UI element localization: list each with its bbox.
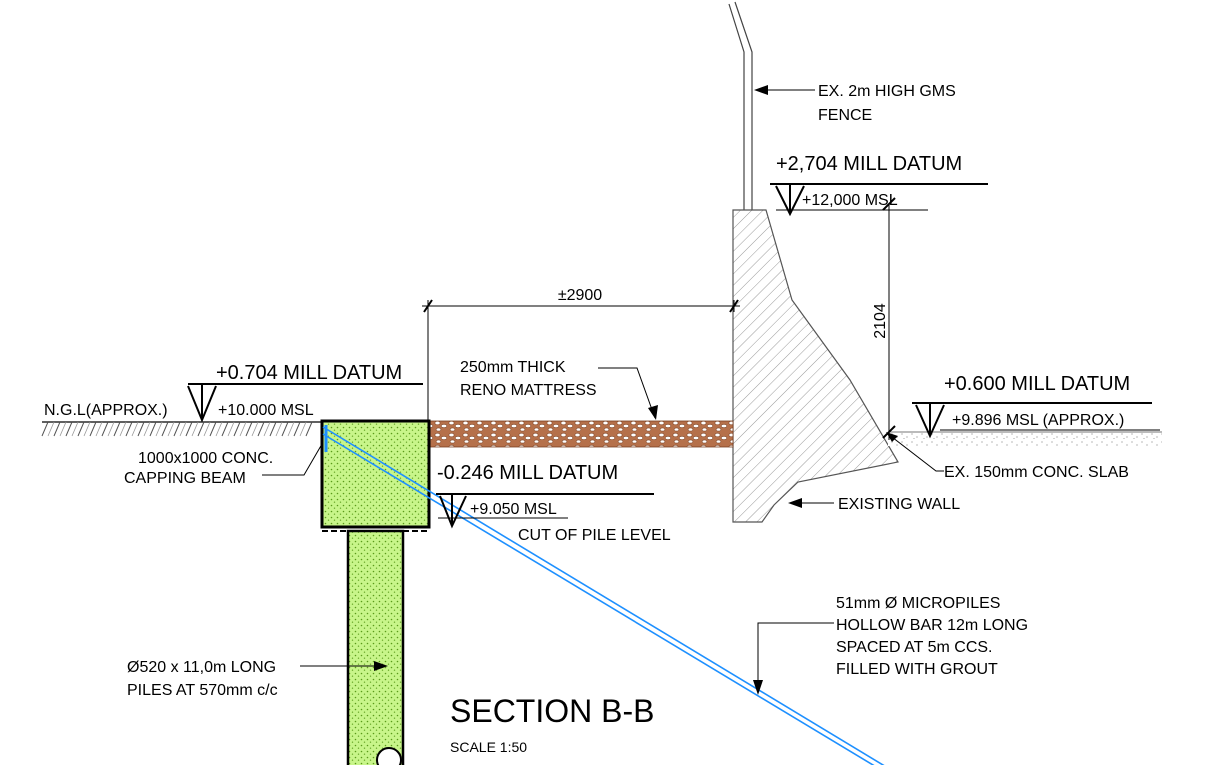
ngl-label: N.G.L(APPROX.) xyxy=(44,402,168,419)
msl-top: +12,000 MSL xyxy=(802,192,898,209)
dimension-width-label: ±2900 xyxy=(558,287,602,304)
datum-left: +0.704 MILL DATUM xyxy=(216,362,402,384)
level-marker-top xyxy=(770,183,988,217)
slab-label: EX. 150mm CONC. SLAB xyxy=(944,464,1129,481)
msl-left: +10.000 MSL xyxy=(218,402,314,419)
micropile-label-2: HOLLOW BAR 12m LONG xyxy=(836,617,1028,634)
level-marker-left xyxy=(187,383,423,423)
datum-mid: -0.246 MILL DATUM xyxy=(437,462,618,484)
reno-mattress xyxy=(429,420,734,448)
fence xyxy=(728,1,753,210)
capping-label-2: CAPPING BEAM xyxy=(124,470,246,487)
micropile-label-1: 51mm Ø MICROPILES xyxy=(836,595,1000,612)
msl-mid: +9.050 MSL xyxy=(470,501,557,518)
micropile xyxy=(322,425,885,765)
pile-label-1: Ø520 x 11,0m LONG xyxy=(127,659,276,676)
dimension-height xyxy=(882,197,896,440)
reno-label-2: RENO MATTRESS xyxy=(460,382,597,399)
fence-label-1: EX. 2m HIGH GMS xyxy=(818,83,956,100)
existing-wall xyxy=(732,209,899,523)
capping-beam xyxy=(320,419,431,529)
micropile-label-4: FILLED WITH GROUT xyxy=(836,661,998,678)
section-scale: SCALE 1:50 xyxy=(450,739,527,755)
micropile-label-3: SPACED AT 5m CCS. xyxy=(836,639,992,656)
pile-label-2: PILES AT 570mm c/c xyxy=(127,682,278,699)
fence-label-2: FENCE xyxy=(818,107,872,124)
cut-off-label: CUT OF PILE LEVEL xyxy=(518,527,671,544)
wall-label: EXISTING WALL xyxy=(838,496,960,513)
datum-right: +0.600 MILL DATUM xyxy=(944,373,1130,395)
concrete-slab xyxy=(888,432,1162,446)
section-title: SECTION B-B xyxy=(450,693,654,729)
natural-ground xyxy=(41,421,322,437)
level-marker-right xyxy=(912,402,1160,439)
msl-right: +9.896 MSL (APPROX.) xyxy=(952,412,1124,429)
reno-label-1: 250mm THICK xyxy=(460,359,566,376)
dimension-height-label: 2104 xyxy=(872,303,889,339)
dimension-width xyxy=(422,299,740,420)
capping-label-1: 1000x1000 CONC. xyxy=(138,450,273,467)
pile xyxy=(346,529,405,765)
datum-top: +2,704 MILL DATUM xyxy=(776,153,962,175)
level-marker-mid xyxy=(436,493,654,529)
